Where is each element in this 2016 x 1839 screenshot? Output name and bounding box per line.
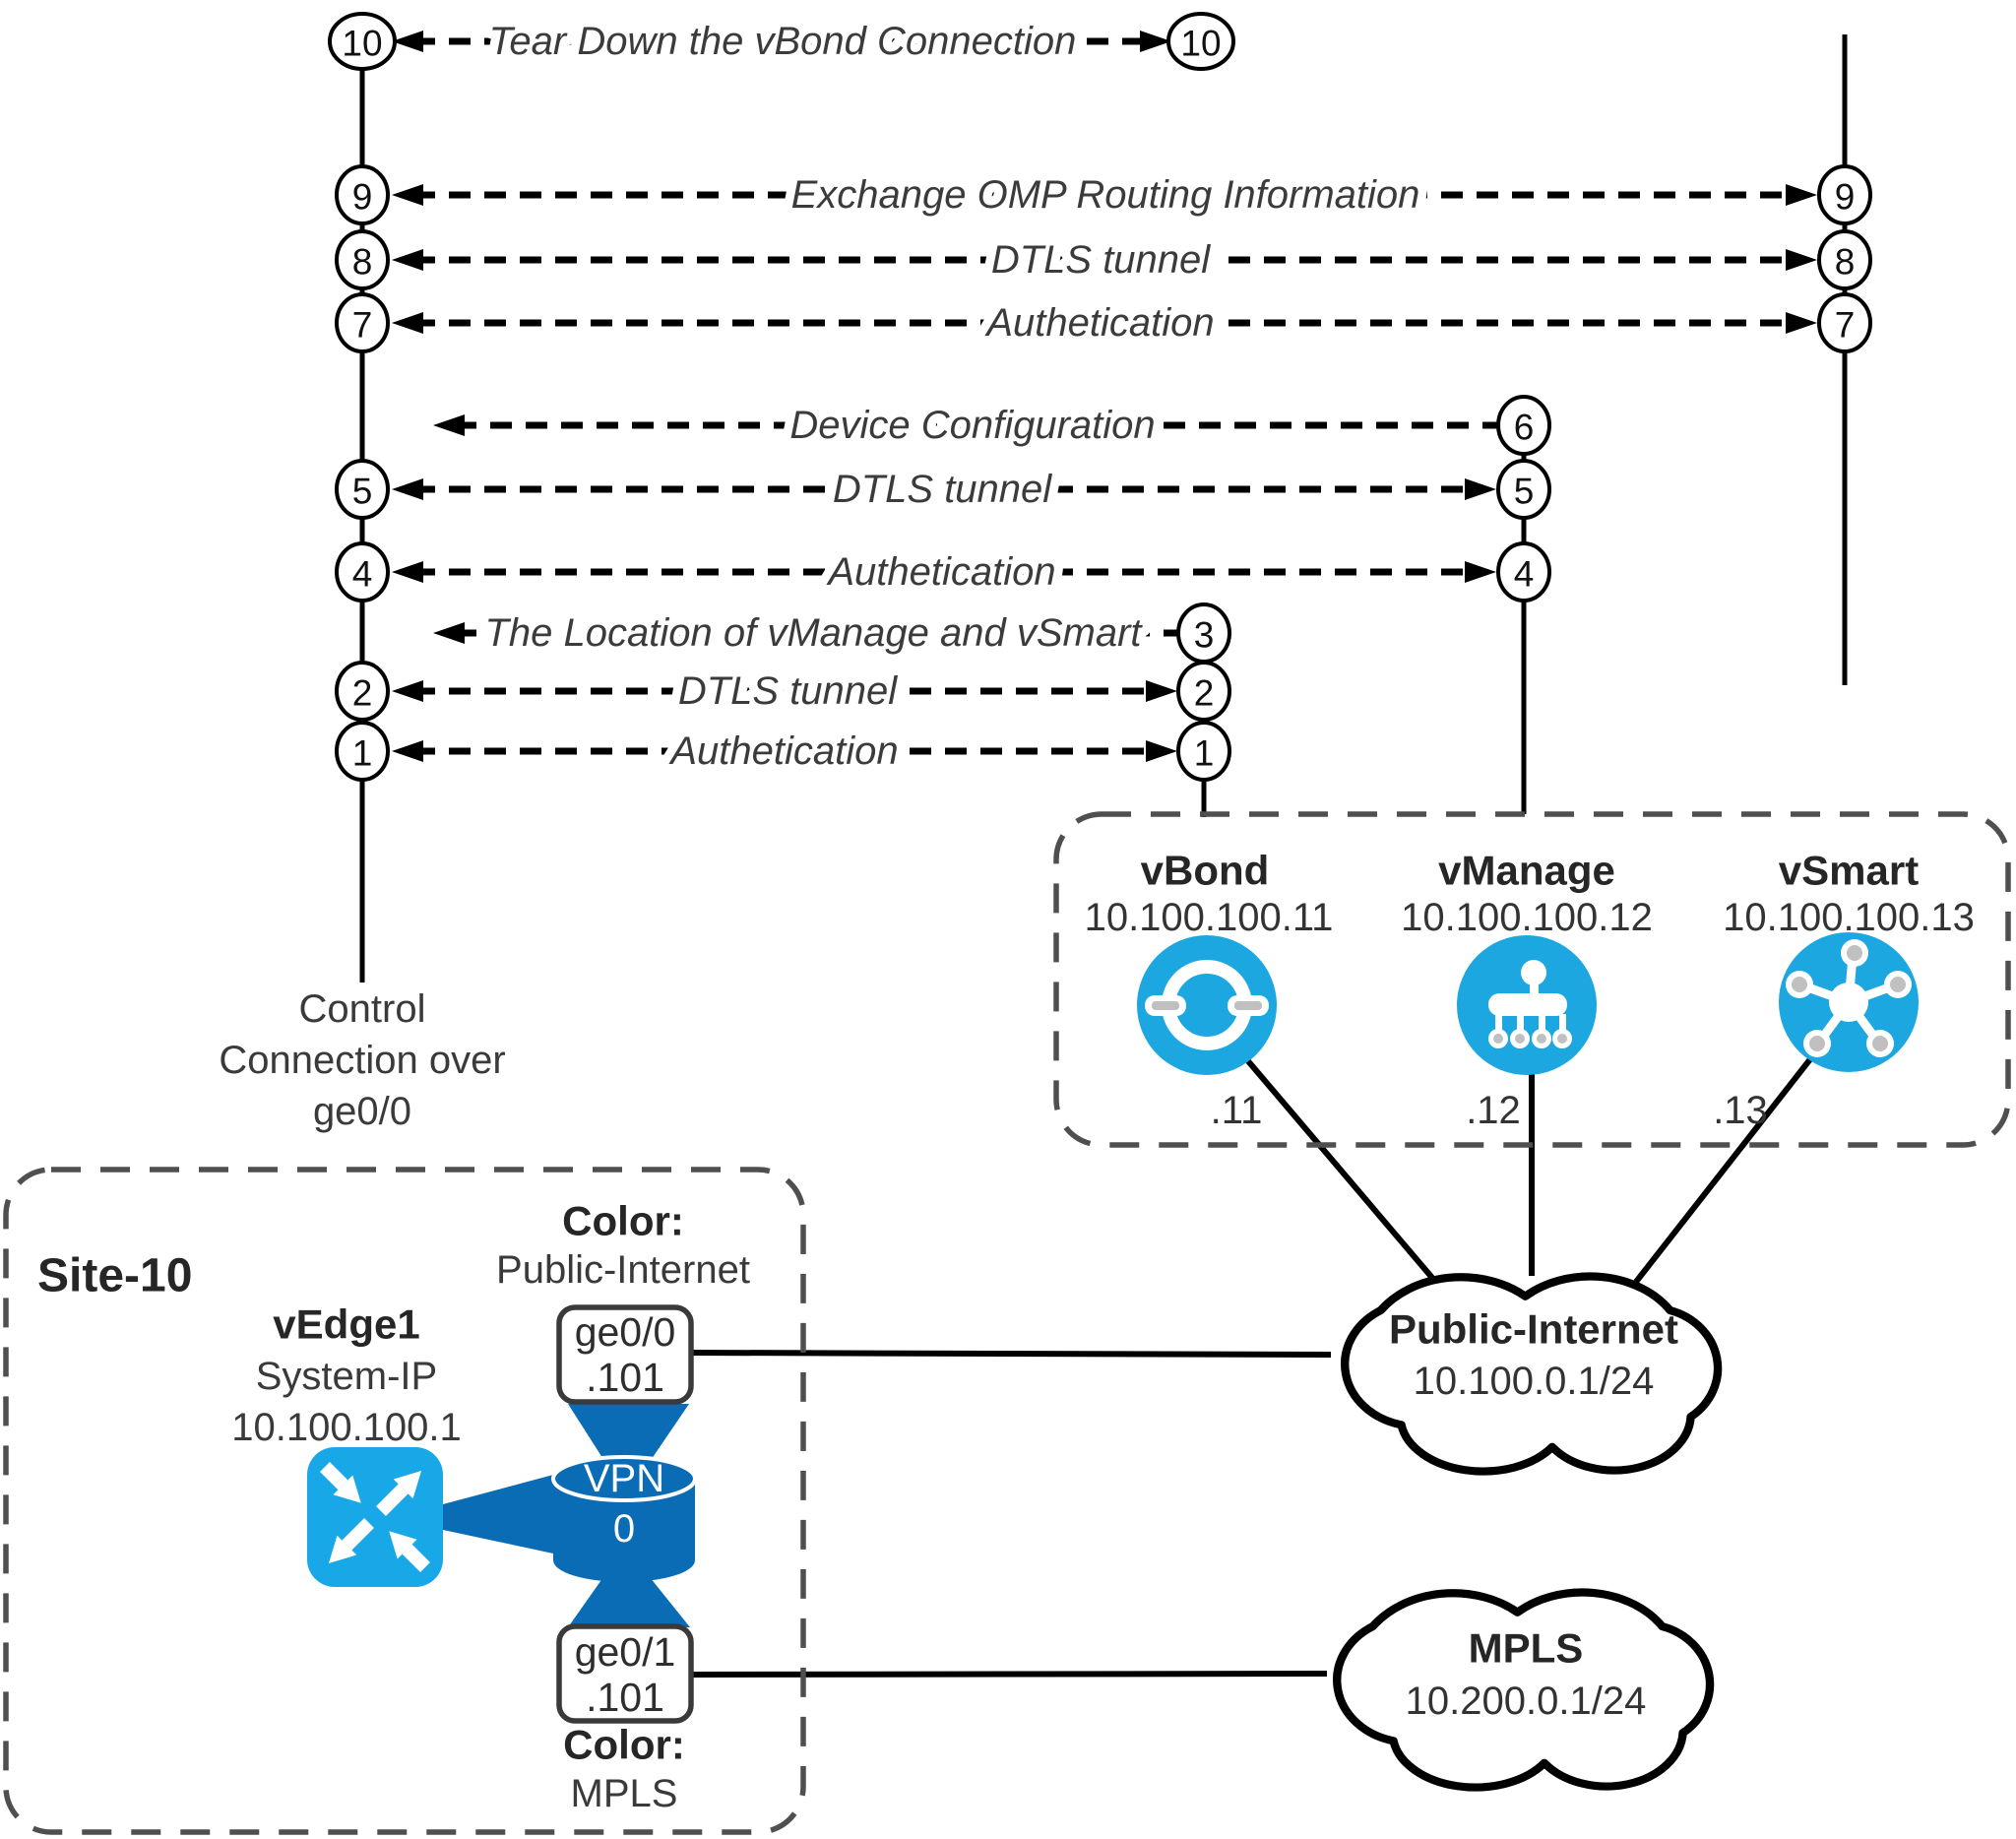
vbond-ip: 10.100.100.11	[1085, 896, 1334, 939]
ge0-0-port: ge0/0	[575, 1309, 676, 1355]
site-10-box: Site-10 vEdge1 System-IP 10.100.100.1 Co…	[3, 1167, 806, 1835]
step-label: Authetication	[984, 301, 1214, 345]
vsmart-icon	[1779, 932, 1919, 1072]
cloud-name: MPLS	[1469, 1625, 1584, 1672]
ge0-1-port: ge0/1	[575, 1629, 676, 1675]
step-number-left: 8	[352, 242, 373, 283]
vpn-number: 0	[613, 1507, 635, 1551]
step-label: DTLS tunnel	[678, 669, 898, 713]
vmanage-label: vManage	[1438, 848, 1615, 894]
ge0-1-to-mpls-link	[690, 1671, 1328, 1678]
step-number-right: 5	[1514, 472, 1535, 512]
ge0-1-addr: .101	[586, 1675, 664, 1720]
step-label: DTLS tunnel	[991, 238, 1211, 282]
vmanage-octet: .12	[1466, 1089, 1521, 1132]
site-title: Site-10	[37, 1250, 192, 1302]
vsmart-to-internet-link	[1633, 1053, 1816, 1284]
step-label: Authetication	[668, 729, 898, 773]
vpn0-cylinder: VPN 0	[551, 1455, 697, 1582]
sequence-step-6: Device Configuration 6	[433, 395, 1551, 456]
step-number-right: 8	[1835, 242, 1856, 283]
vbond-label: vBond	[1141, 848, 1270, 894]
if-top-color-label: Color:	[562, 1198, 684, 1244]
step-number-right: 2	[1194, 673, 1215, 714]
sequence-step-9: Exchange OMP Routing Information 9 9	[335, 164, 1872, 225]
caption-line2: Connection over	[219, 1039, 505, 1082]
vsmart-label: vSmart	[1779, 848, 1919, 894]
step-label: Exchange OMP Routing Information	[791, 173, 1420, 217]
vpn-label: VPN	[584, 1457, 664, 1500]
step-number-right: 1	[1194, 733, 1215, 774]
sequence-step-5: DTLS tunnel 5 5	[335, 459, 1551, 520]
vbond-to-internet-link	[1240, 1053, 1435, 1280]
step-label: Authetication	[826, 550, 1055, 594]
ge0-0-addr: .101	[586, 1355, 664, 1400]
vmanage-node: vManage 10.100.100.12 .12	[1401, 848, 1653, 1133]
step-number-right: 6	[1514, 408, 1535, 448]
if-bottom-color-label: Color:	[563, 1722, 685, 1768]
step-number-right: 10	[1180, 24, 1221, 64]
caption-line3: ge0/0	[313, 1090, 411, 1133]
step-label: Device Configuration	[789, 404, 1155, 447]
router-to-vpn-cone	[443, 1475, 553, 1554]
sequence-step-3: The Location of vManage and vSmart 3	[433, 602, 1231, 664]
ge0-0-interface: ge0/0 .101	[556, 1304, 694, 1405]
caption-line1: Control	[299, 987, 426, 1031]
sequence-step-4: Authetication 4 4	[335, 541, 1551, 602]
sequence-step-7: Authetication 7 7	[335, 292, 1872, 353]
vsmart-octet: .13	[1713, 1089, 1768, 1132]
ge0-0-to-internet-link	[690, 1350, 1332, 1358]
step-label: The Location of vManage and vSmart	[484, 611, 1143, 655]
router-name: vEdge1	[273, 1301, 419, 1348]
step-number-right: 3	[1194, 615, 1215, 656]
ge0-1-interface: ge0/1 .101	[556, 1623, 694, 1724]
vsmart-ip: 10.100.100.13	[1723, 896, 1975, 939]
vsmart-node: vSmart 10.100.100.13	[1713, 848, 1975, 1133]
step-number-left: 5	[352, 472, 373, 512]
step-number-left: 4	[352, 554, 373, 595]
vbond-node: vBond 10.100.100.11 .11	[1085, 848, 1334, 1133]
step-number-right: 4	[1514, 554, 1535, 595]
site-border	[3, 1167, 806, 1835]
vpn-to-ge0-1-cone	[568, 1567, 690, 1627]
vbond-octet: .11	[1211, 1089, 1263, 1132]
mpls-cloud: MPLS 10.200.0.1/24	[1333, 1588, 1715, 1792]
if-top-color-value: Public-Internet	[496, 1248, 750, 1292]
cloud-subnet: 10.200.0.1/24	[1406, 1680, 1647, 1723]
step-label: Tear Down the vBond Connection	[489, 20, 1077, 63]
vedge-router-icon	[307, 1447, 443, 1587]
step-label: DTLS tunnel	[833, 468, 1052, 511]
if-bottom-color-value: MPLS	[571, 1772, 678, 1815]
router-ip: 10.100.100.1	[231, 1406, 462, 1449]
step-number-left: 10	[342, 24, 382, 64]
vbond-icon	[1137, 935, 1277, 1075]
cloud-subnet: 10.100.0.1/24	[1414, 1360, 1655, 1403]
vmanage-icon	[1457, 935, 1597, 1075]
router-subtitle: System-IP	[256, 1355, 437, 1398]
public-internet-cloud: Public-Internet 10.100.0.1/24	[1341, 1272, 1723, 1476]
step-number-left: 7	[352, 305, 373, 346]
sequence-step-8: DTLS tunnel 8 8	[335, 229, 1872, 290]
vmanage-ip: 10.100.100.12	[1401, 896, 1653, 939]
step-number-left: 1	[352, 733, 373, 774]
controllers-group-box: vBond 10.100.100.11 .11 vManage 10.100.1…	[1053, 811, 2011, 1148]
step-number-left: 2	[352, 673, 373, 714]
sequence-step-1: Authetication 1 1	[335, 721, 1231, 782]
sequence-step-10: Tear Down the vBond Connection 10 10	[328, 11, 1235, 72]
step-number-left: 9	[352, 177, 373, 218]
cloud-name: Public-Internet	[1389, 1306, 1678, 1353]
control-connection-caption: Control Connection over ge0/0	[219, 987, 505, 1133]
ge0-0-to-vpn-cone	[568, 1404, 689, 1475]
controllers-border	[1053, 811, 2011, 1148]
step-number-right: 9	[1835, 177, 1856, 218]
step-number-right: 7	[1835, 305, 1856, 346]
sequence-step-2: DTLS tunnel 2 2	[335, 661, 1231, 722]
